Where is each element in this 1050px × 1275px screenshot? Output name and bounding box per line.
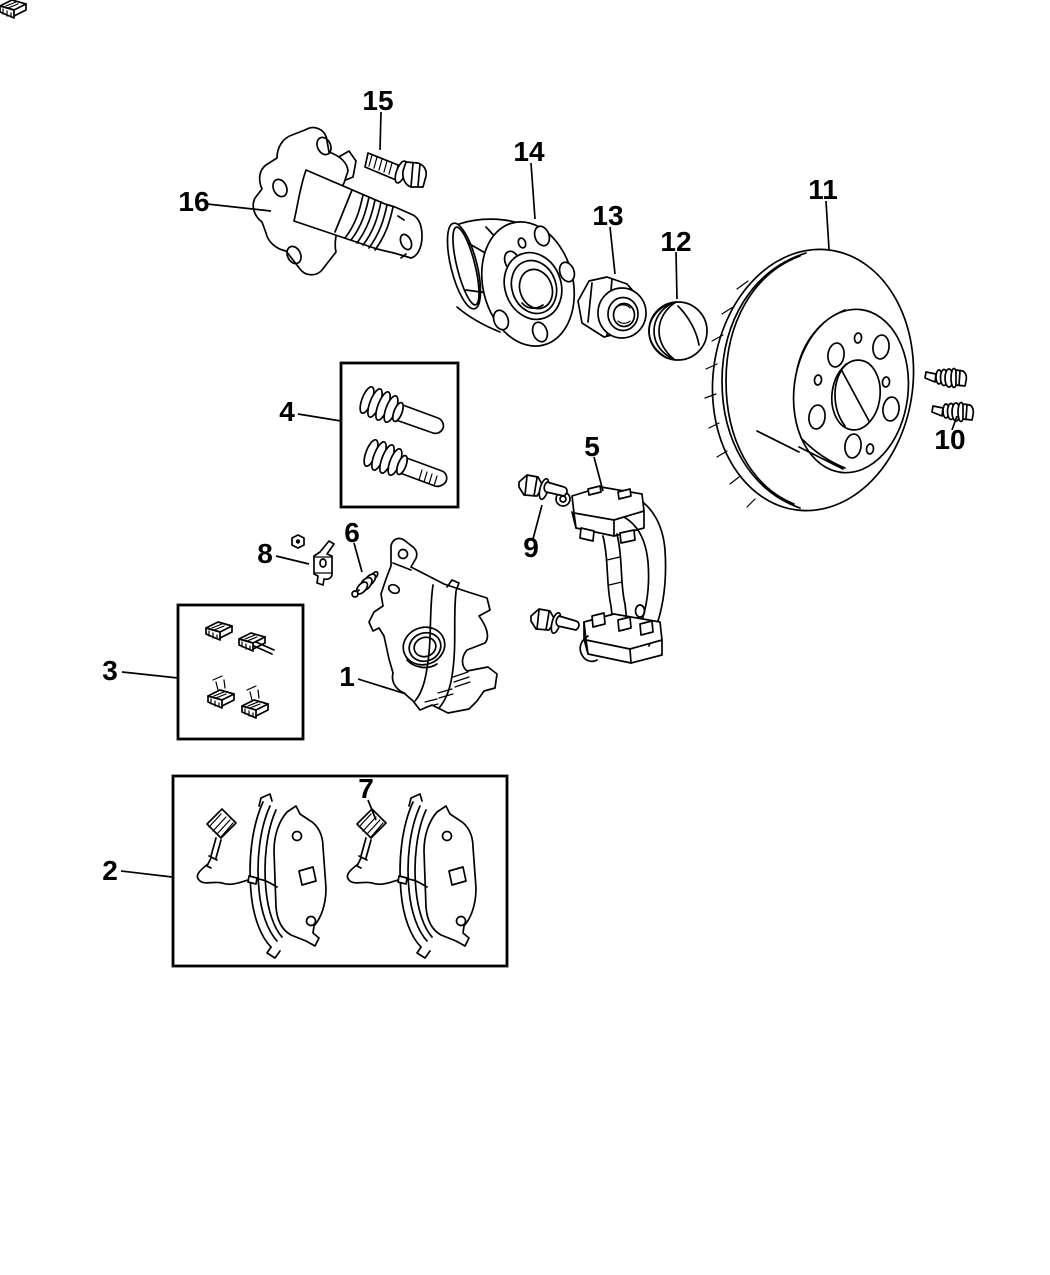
callout-label-15[interactable]: 15 [362,85,393,116]
caliper-bracket-drawing [555,485,667,664]
callout-label-13[interactable]: 13 [592,200,623,231]
bleeder-screw-drawing [351,570,379,598]
leader-line-14 [530,162,536,220]
leader-line-6 [353,542,363,573]
guide-pin-kit-box [339,361,460,509]
leader-line-3 [121,671,179,679]
callout-label-16[interactable]: 16 [178,186,209,217]
leader-line-1 [357,678,407,695]
stub-axle-drawing [252,126,423,276]
pad-retainer-clip-drawing [291,534,335,586]
callout-label-14[interactable]: 14 [513,136,545,167]
brake-pad-with-sensor [196,793,327,959]
leader-line-13 [609,226,616,275]
dust-cap-drawing [648,301,708,361]
callout-label-7[interactable]: 7 [358,773,374,804]
leader-line-12 [675,251,678,300]
flange-bolt-drawing [364,152,428,188]
brake-rotor-drawing [704,248,915,512]
leader-line-7 [367,799,377,821]
hub-bearing-drawing [446,218,576,347]
callout-label-2[interactable]: 2 [102,855,118,886]
leader-line-8 [275,555,310,565]
brake-caliper-drawing [368,537,498,714]
callout-label-1[interactable]: 1 [339,661,355,692]
callout-label-6[interactable]: 6 [344,517,360,548]
leader-line-16 [206,203,272,212]
callout-label-10[interactable]: 10 [934,424,965,455]
bracket-bolts-drawing [518,474,580,636]
callout-label-12[interactable]: 12 [660,226,691,257]
leader-line-11 [825,200,830,250]
leader-line-4 [297,413,342,422]
leader-line-9 [532,504,543,540]
hardware-clip-kit-box [0,0,305,741]
callout-label-11[interactable]: 11 [808,174,838,205]
callout-label-3[interactable]: 3 [102,655,118,686]
leader-line-5 [593,456,604,492]
hub-nut-drawing [577,276,647,339]
leader-line-15 [379,111,382,151]
callout-labels: 1 2 3 4 5 6 7 8 9 10 11 12 13 14 15 16 [102,85,965,886]
leader-line-10 [951,415,958,431]
wear-sensor-drawing [196,808,278,888]
leader-line-2 [120,870,173,878]
callout-label-4[interactable]: 4 [279,396,295,427]
callout-label-8[interactable]: 8 [257,538,273,569]
callout-label-5[interactable]: 5 [584,431,600,462]
leader-lines [120,111,958,878]
brake-pads-kit-box [171,774,509,968]
callout-label-9[interactable]: 9 [523,532,539,563]
rotor-screws-drawing [924,367,975,423]
